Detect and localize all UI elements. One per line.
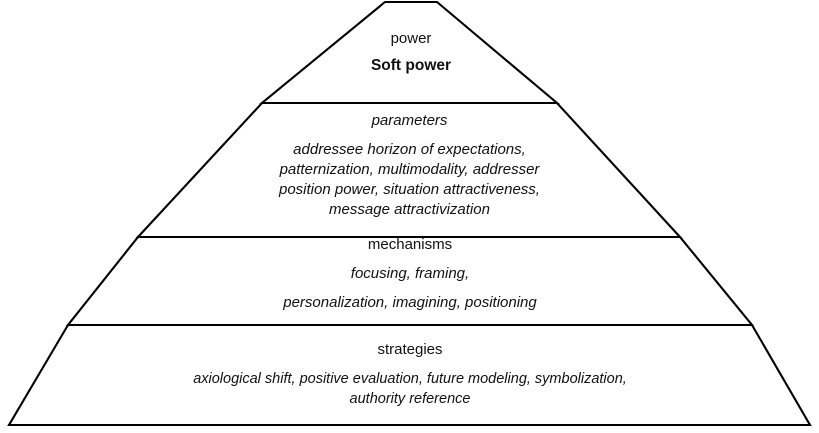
tier-4-body-line-1: axiological shift, positive evaluation, …	[193, 371, 627, 388]
tier-1-body: Soft power	[370, 57, 452, 75]
tier-4-body-line-2: authority reference	[349, 390, 471, 407]
tier-4-shape	[7, 323, 812, 427]
tier-2-body-line-4: message attractivization	[329, 201, 490, 219]
tier-2-label-group: parameters addressee horizon of expectat…	[172, 112, 647, 220]
tier-3-body-line-2: personalization, imagining, positioning	[283, 293, 537, 311]
tier-4-body: axiological shift, positive evaluation, …	[55, 370, 765, 409]
tier-4-label-group: strategies axiological shift, positive e…	[55, 341, 765, 409]
tier-3-body-line-1: focusing, framing,	[350, 265, 470, 283]
tier-2-body: addressee horizon of expectations, patte…	[172, 140, 647, 220]
tier-2-body-line-1: addressee horizon of expectations,	[293, 141, 526, 159]
tier-2-body-line-3: position power, situation attractiveness…	[279, 181, 540, 199]
tier-3-heading: mechanisms	[367, 236, 453, 253]
tier-4-heading: strategies	[377, 341, 443, 358]
tier-1-label-group: power Soft power	[261, 30, 561, 76]
tier-3-label-group: mechanisms focusing, framing, personaliz…	[120, 236, 700, 312]
tier-2-heading: parameters	[371, 112, 448, 129]
tier-2-body-line-2: patternization, multimodality, addresser	[279, 161, 540, 179]
tier-1-heading: power	[390, 30, 432, 47]
